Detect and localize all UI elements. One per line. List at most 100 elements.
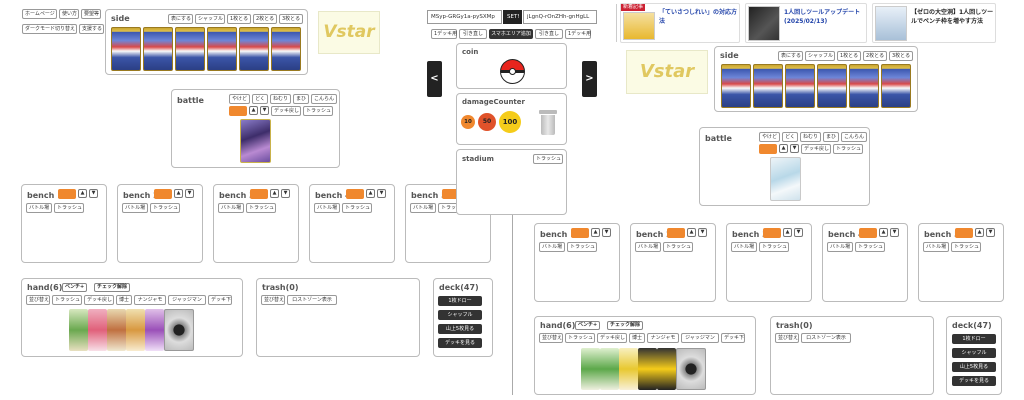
down-arrow-icon[interactable]: ▼ <box>794 228 803 237</box>
article-title-3[interactable]: 【ゼロの大空洞】1人回しツールでベンチ枠を増やす方法 <box>911 9 994 25</box>
lost-zone-button[interactable]: ロストゾーン表示 <box>287 295 337 305</box>
to-battle-button[interactable]: バトル場 <box>827 242 853 252</box>
prev-arrow-button[interactable]: < <box>427 61 442 97</box>
room-code-right[interactable]: jLgnQ-rOnZHh-gnHgLL <box>523 10 597 24</box>
trash-button[interactable]: トラッシュ <box>663 242 693 252</box>
deck-return-button[interactable]: デッキ戻し <box>597 333 627 343</box>
draw-button[interactable]: 1枚ドロー <box>952 334 996 344</box>
trash-button[interactable]: トラッシュ <box>759 242 789 252</box>
home-button[interactable]: ホームページ <box>22 9 57 19</box>
howto-button[interactable]: 使い方 <box>59 9 79 19</box>
shuffle-button[interactable]: シャッフル <box>438 310 482 320</box>
confuse-button[interactable]: こんらん <box>841 132 867 142</box>
down-arrow-icon[interactable]: ▼ <box>698 228 707 237</box>
take3-button[interactable]: 3枚とる <box>279 14 303 24</box>
up-arrow-icon[interactable]: ▲ <box>779 144 788 153</box>
flip-button[interactable]: 表にする <box>168 14 193 24</box>
next-arrow-button[interactable]: > <box>582 61 597 97</box>
down-arrow-icon[interactable]: ▼ <box>602 228 611 237</box>
support-button[interactable]: 支援する <box>79 24 104 34</box>
prize-card[interactable] <box>849 64 879 108</box>
lost-zone-button[interactable]: ロストゾーン表示 <box>801 333 851 343</box>
uncheck-button[interactable]: チェック解除 <box>94 283 131 292</box>
hand-card[interactable] <box>88 309 107 351</box>
prize-card[interactable] <box>111 27 141 71</box>
deck-bottom-button[interactable]: デッキ下 <box>208 295 232 305</box>
active-pokemon-card[interactable] <box>770 157 801 201</box>
bench-plus-button[interactable]: ベンチ+ <box>62 283 88 292</box>
poison-button[interactable]: どく <box>252 94 268 104</box>
professor-button[interactable]: 博士 <box>629 333 645 343</box>
bench-plus-button[interactable]: ベンチ+ <box>575 321 601 330</box>
to-battle-button[interactable]: バトル場 <box>539 242 565 252</box>
down-arrow-icon[interactable]: ▼ <box>890 228 899 237</box>
to-battle-button[interactable]: バトル場 <box>410 203 436 213</box>
hand-card[interactable] <box>676 348 706 390</box>
trash-button[interactable]: トラッシュ <box>303 106 333 116</box>
shuffle-button[interactable]: シャッフル <box>805 51 835 61</box>
damage-input[interactable] <box>229 106 247 116</box>
up-arrow-icon[interactable]: ▲ <box>687 228 696 237</box>
article-card-1[interactable]: 新着記事 「ていさつしれい」の対応方法 <box>620 3 740 43</box>
to-battle-button[interactable]: バトル場 <box>923 242 949 252</box>
trash-button[interactable]: トラッシュ <box>54 203 84 213</box>
professor-button[interactable]: 博士 <box>116 295 132 305</box>
damage-input[interactable] <box>859 228 877 238</box>
damage-input[interactable] <box>250 189 268 199</box>
damage-input[interactable] <box>442 189 460 199</box>
damage-input[interactable] <box>759 144 777 154</box>
damage-input[interactable] <box>58 189 76 199</box>
darkmode-button[interactable]: ダークモード切り替え <box>22 24 77 34</box>
hand-card[interactable] <box>581 348 600 390</box>
room-code-left[interactable]: MSyp-GRGy1a-pySXMp <box>427 10 502 24</box>
deck-return-button[interactable]: デッキ戻し <box>84 295 114 305</box>
sort-button[interactable]: 並び替え <box>775 333 799 343</box>
trash-can-icon[interactable] <box>539 110 557 136</box>
judge-button[interactable]: ジャッジマン <box>168 295 206 305</box>
trash-button[interactable]: トラッシュ <box>150 203 180 213</box>
to-battle-button[interactable]: バトル場 <box>731 242 757 252</box>
up-arrow-icon[interactable]: ▲ <box>174 189 183 198</box>
sort-button[interactable]: 並び替え <box>26 295 50 305</box>
request-button[interactable]: 要望等 <box>81 9 101 19</box>
take2-button[interactable]: 2枚とる <box>253 14 277 24</box>
hand-card[interactable] <box>164 309 194 351</box>
up-arrow-icon[interactable]: ▲ <box>78 189 87 198</box>
top5-button[interactable]: 山上5枚見る <box>952 362 996 372</box>
up-arrow-icon[interactable]: ▲ <box>591 228 600 237</box>
take3-button[interactable]: 3枚とる <box>889 51 913 61</box>
stadium-trash-button[interactable]: トラッシュ <box>533 154 563 164</box>
trash-button[interactable]: トラッシュ <box>246 203 276 213</box>
damage-input[interactable] <box>667 228 685 238</box>
damage-input[interactable] <box>154 189 172 199</box>
view-deck-button[interactable]: デッキを見る <box>952 376 996 386</box>
paralyze-button[interactable]: まひ <box>293 94 309 104</box>
set-button[interactable]: SET! <box>503 10 522 24</box>
sort-button[interactable]: 並び替え <box>261 295 285 305</box>
article-card-2[interactable]: 1人回しツールアップデート (2025/02/13) <box>745 3 867 43</box>
trash-button[interactable]: トラッシュ <box>342 203 372 213</box>
up-arrow-icon[interactable]: ▲ <box>975 228 984 237</box>
confuse-button[interactable]: こんらん <box>311 94 337 104</box>
poison-button[interactable]: どく <box>782 132 798 142</box>
deck-return-button[interactable]: デッキ戻し <box>271 106 301 116</box>
hand-card[interactable] <box>126 309 145 351</box>
hand-card[interactable] <box>619 348 638 390</box>
down-arrow-icon[interactable]: ▼ <box>89 189 98 198</box>
uncheck-button[interactable]: チェック解除 <box>607 321 644 330</box>
to-battle-button[interactable]: バトル場 <box>218 203 244 213</box>
prize-card[interactable] <box>881 64 911 108</box>
article-title-1[interactable]: 「ていさつしれい」の対応方法 <box>659 9 738 25</box>
counter-50[interactable]: 50 <box>478 113 496 131</box>
up-arrow-icon[interactable]: ▲ <box>249 106 258 115</box>
flip-button[interactable]: 表にする <box>778 51 803 61</box>
vstar-marker[interactable]: Vstar <box>318 11 380 54</box>
sort-button[interactable]: 並び替え <box>539 333 563 343</box>
trash-button[interactable]: トラッシュ <box>567 242 597 252</box>
hand-card[interactable] <box>145 309 164 351</box>
damage-input[interactable] <box>571 228 589 238</box>
down-arrow-icon[interactable]: ▼ <box>986 228 995 237</box>
iono-button[interactable]: ナンジャモ <box>134 295 166 305</box>
counter-10[interactable]: 10 <box>461 115 475 129</box>
iono-button[interactable]: ナンジャモ <box>647 333 679 343</box>
